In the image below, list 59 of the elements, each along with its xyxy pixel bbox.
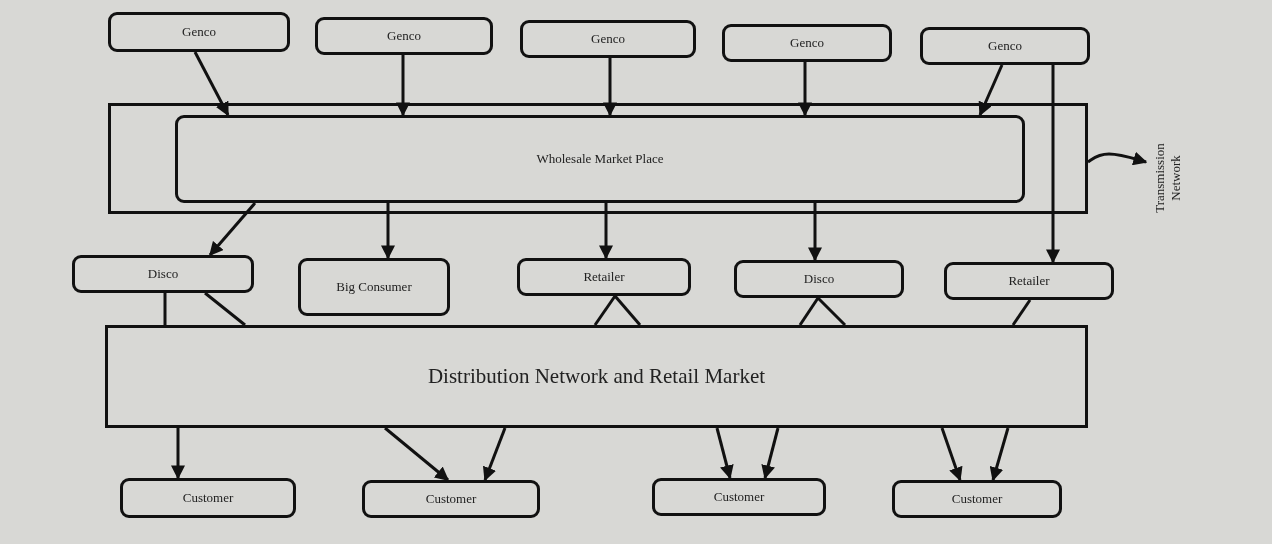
box-label: Disco	[803, 270, 835, 288]
box-label: Genco	[988, 37, 1022, 55]
arrow	[989, 427, 1010, 482]
connector-line	[204, 291, 246, 327]
process-box	[108, 12, 290, 52]
arrow	[193, 51, 230, 117]
box-label: Retailer	[1008, 272, 1050, 290]
box-label: Retailer	[583, 268, 625, 286]
process-box	[298, 258, 450, 316]
process-box	[892, 480, 1062, 518]
connector-line	[593, 295, 617, 326]
arrow	[396, 55, 410, 117]
box-label: Genco	[790, 34, 824, 52]
arrow	[715, 427, 734, 480]
process-box	[944, 262, 1114, 300]
connector-line	[816, 296, 847, 327]
process-box	[315, 17, 493, 55]
arrow	[1046, 65, 1060, 264]
process-box	[920, 27, 1090, 65]
box-label: Big Consumer	[336, 278, 412, 296]
arrow	[978, 64, 1004, 117]
process-box	[652, 478, 826, 516]
arrow	[798, 62, 812, 117]
arrow	[483, 427, 507, 482]
arrow	[171, 428, 185, 480]
process-box	[517, 258, 691, 296]
process-box	[734, 260, 904, 298]
arrow	[603, 58, 617, 117]
box-label: Customer	[951, 490, 1003, 508]
network-boundary-box	[108, 103, 1088, 214]
arrow	[808, 203, 822, 262]
process-box	[120, 478, 296, 518]
connector-line	[1011, 299, 1032, 326]
arrow	[381, 203, 395, 260]
arrow	[208, 202, 257, 257]
process-box	[520, 20, 696, 58]
arrow	[1087, 151, 1148, 166]
process-box	[175, 115, 1025, 203]
process-box	[362, 480, 540, 518]
arrow	[940, 427, 963, 482]
box-label: Distribution Network and Retail Market	[427, 363, 766, 390]
connector-line	[163, 293, 167, 325]
box-label: Disco	[147, 265, 179, 283]
arrow	[599, 203, 613, 260]
box-label: Wholesale Market Place	[536, 150, 664, 168]
box-label: Genco	[182, 23, 216, 41]
process-box	[722, 24, 892, 62]
box-label: Genco	[591, 30, 625, 48]
connector-line	[798, 297, 820, 326]
arrow	[761, 427, 780, 480]
box-label: Customer	[182, 489, 234, 507]
connector-line	[613, 295, 642, 326]
box-label: Genco	[387, 27, 421, 45]
network-label: Transmission Network	[1151, 142, 1184, 215]
process-box	[72, 255, 254, 293]
box-label: Customer	[425, 490, 477, 508]
arrow	[384, 426, 450, 482]
process-box	[105, 325, 1088, 428]
box-label: Customer	[713, 488, 765, 506]
